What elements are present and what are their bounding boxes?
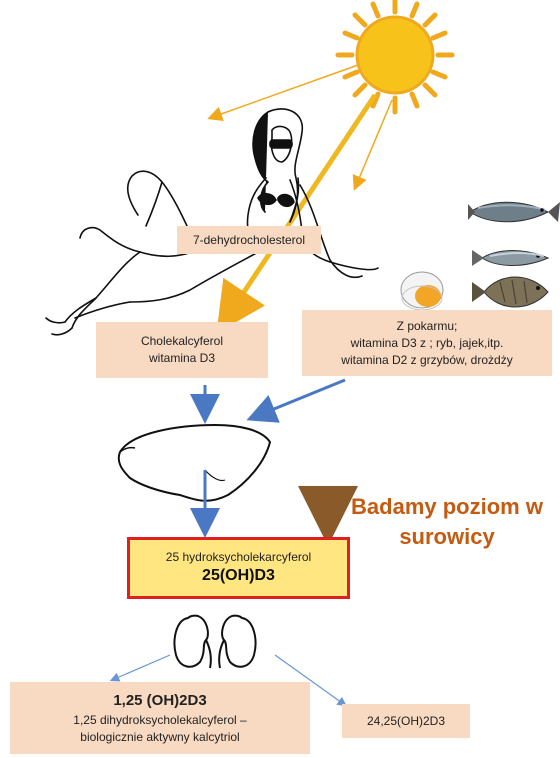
vitamin-d3-box: Cholekalcyferol witamina D3 <box>96 322 268 378</box>
food-sources-box: Z pokarmu; witamina D3 z ; ryb, jajek,it… <box>302 310 552 376</box>
calcitriol-line2: biologicznie aktywny kalcytriol <box>80 729 239 746</box>
calcitriol-box: 1,25 (OH)2D3 1,25 dihydroksycholekalcyfe… <box>10 682 310 754</box>
calcidiol-box: 25 hydroksycholekarcyferol 25(OH)D3 <box>127 537 350 599</box>
calcidiol-name: 25 hydroksycholekarcyferol <box>166 549 311 565</box>
kidneys-icon <box>175 616 256 668</box>
callout-line2: surowicy <box>336 522 558 552</box>
serum-test-callout: Badamy poziom w surowicy <box>336 492 558 552</box>
food-line2: witamina D3 z ; ryb, jajek,itp. <box>351 335 504 352</box>
woman-sunbathing-illustration <box>46 109 378 335</box>
calcitriol-line1: 1,25 dihydroksycholekalcyferol – <box>73 712 246 729</box>
callout-line1: Badamy poziom w <box>336 492 558 522</box>
food-line1: Z pokarmu; <box>397 318 458 335</box>
vitamin-d3-line2: witamina D3 <box>149 350 215 367</box>
inactive-metabolite-text: 24,25(OH)2D3 <box>367 713 445 730</box>
precursor-text: 7-dehydrocholesterol <box>193 232 305 249</box>
sun-icon <box>338 0 452 112</box>
inactive-metabolite-box: 24,25(OH)2D3 <box>342 704 470 738</box>
calcitriol-formula: 1,25 (OH)2D3 <box>113 690 206 712</box>
precursor-label: 7-dehydrocholesterol <box>177 226 321 254</box>
fish-icon <box>468 202 560 307</box>
liver-icon <box>119 425 270 501</box>
vitamin-d3-line1: Cholekalcyferol <box>141 333 223 350</box>
food-line3: witamina D2 z grzybów, drożdży <box>341 352 512 369</box>
sunlight-rays <box>210 65 392 325</box>
egg-icon <box>401 272 443 310</box>
calcidiol-formula: 25(OH)D3 <box>202 565 275 587</box>
